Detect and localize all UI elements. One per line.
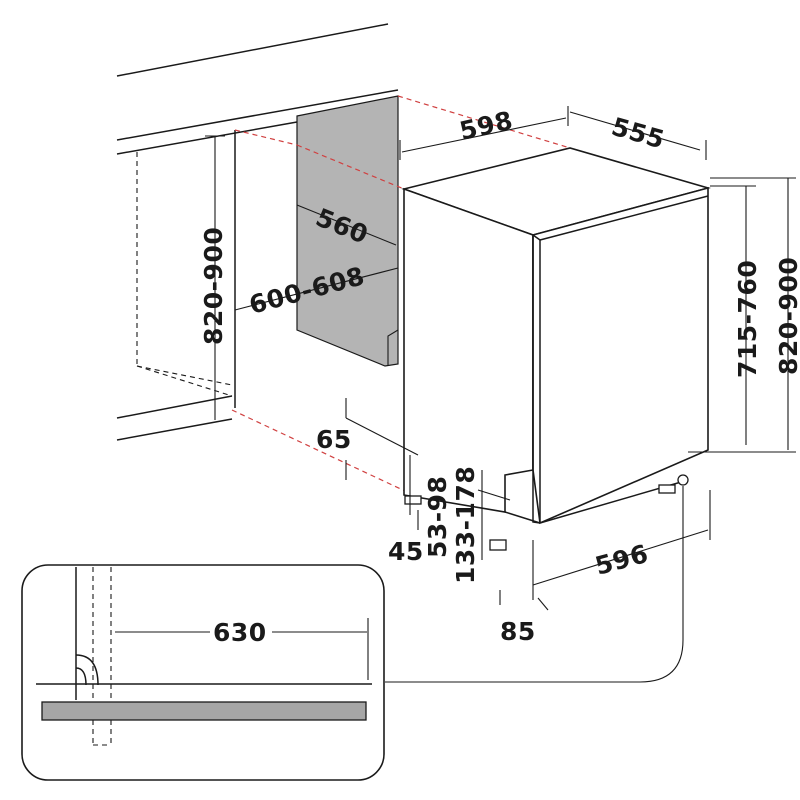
adjustable-feet: [404, 474, 689, 551]
label-foot-adjust: 53-98: [423, 476, 452, 558]
worktop-outline: [116, 23, 399, 441]
label-appliance-depth: 555: [608, 112, 668, 155]
niche-outline: [136, 130, 236, 408]
dim-line-560: [296, 204, 397, 246]
label-plinth-adjust: 133-178: [451, 466, 480, 584]
dim-line-65: [345, 398, 419, 480]
inset-leader-line: [385, 486, 684, 683]
dim-line-85: [499, 590, 549, 611]
label-overall-height: 820-900: [774, 257, 800, 375]
label-niche-height: 820-900: [199, 227, 228, 345]
label-door-width: 596: [592, 539, 651, 581]
dim-line-right-heights: [688, 177, 796, 453]
label-foot-inset: 85: [500, 617, 536, 646]
dim-line-niche-height: [205, 135, 225, 420]
label-body-height: 715-760: [733, 260, 762, 378]
reference-dashes: [231, 95, 571, 499]
label-door-swing-clearance: 630: [213, 618, 267, 647]
label-plinth-height: 65: [316, 425, 352, 454]
dim-line-feet: [409, 455, 511, 560]
dim-line-600-608: [234, 267, 399, 311]
dishwasher-body: [401, 147, 711, 525]
door-clearance-inset: [21, 564, 385, 781]
dim-line-598: [399, 106, 569, 160]
dim-line-596: [532, 490, 711, 600]
label-niche-width: 598: [457, 106, 516, 146]
label-foot-offset: 45: [388, 537, 424, 566]
dim-line-555: [569, 111, 707, 160]
